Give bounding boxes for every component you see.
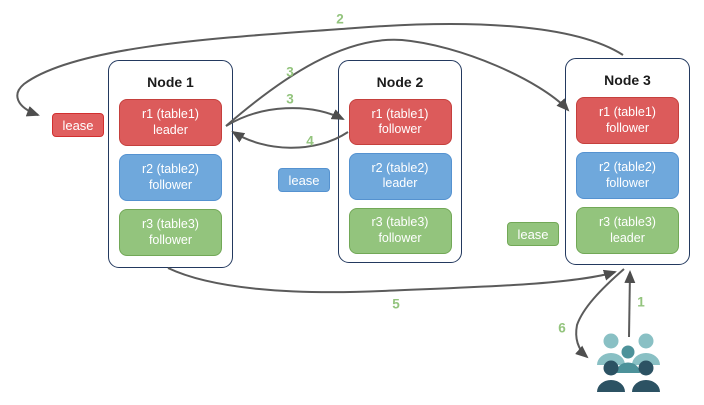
lease-badge-table3: lease (507, 222, 559, 246)
node-2: Node 2 r1 (table1) follower r2 (table2) … (338, 60, 462, 263)
lease-badge-table1: lease (52, 113, 104, 137)
replica-role: leader (610, 230, 645, 245)
node-2-title: Node 2 (376, 74, 424, 90)
replica-name: r3 (table3) (371, 215, 429, 230)
step-label-3b: 3 (286, 91, 294, 107)
replica-role: leader (382, 176, 418, 191)
step-label-1: 1 (637, 294, 645, 310)
replica-name: r2 (table2) (142, 162, 199, 176)
node-2-replica-r1: r1 (table1) follower (348, 99, 452, 146)
replica-name: r3 (table3) (599, 215, 656, 229)
step-label-5: 5 (392, 296, 400, 312)
arrow-3-node1-to-node2 (225, 107, 345, 127)
replica-name: r1 (table1) (371, 106, 429, 121)
node-1-replica-r1: r1 (table1) leader (119, 99, 222, 146)
replica-role: follower (378, 230, 422, 245)
step-label-2: 2 (336, 11, 344, 27)
node-3-replica-r1: r1 (table1) follower (576, 97, 679, 144)
replica-name: r2 (table2) (599, 160, 656, 174)
replica-name: r3 (table3) (142, 217, 199, 231)
replica-role: follower (378, 122, 422, 137)
replica-name: r1 (table1) (599, 105, 656, 119)
arrow-6-node3-to-users (575, 268, 625, 359)
node-2-replica-r3: r3 (table3) follower (348, 207, 452, 254)
users-group-icon (597, 333, 660, 392)
step-label-6: 6 (558, 320, 566, 336)
replica-name: r1 (table1) (142, 107, 199, 121)
replica-role: leader (153, 122, 188, 137)
node-3: Node 3 r1 (table1) follower r2 (table2) … (565, 58, 690, 265)
replica-name: r2 (table2) (371, 160, 429, 175)
replica-role: follower (148, 232, 193, 247)
node-3-replica-r2: r2 (table2) follower (576, 152, 679, 199)
node-3-title: Node 3 (604, 72, 651, 88)
node-1-title: Node 1 (147, 74, 194, 90)
step-label-3a: 3 (286, 64, 294, 80)
lease-badge-table2: lease (278, 168, 330, 192)
replica-role: follower (148, 177, 193, 192)
node-1-replica-r3: r3 (table3) follower (119, 209, 222, 256)
arrow-4-node2-to-node1 (231, 130, 349, 149)
arrow-5-node1-to-node3 (167, 267, 617, 294)
replica-role: follower (605, 120, 650, 135)
arrow-1-users-to-node3 (624, 270, 636, 338)
node-1: Node 1 r1 (table1) leader r2 (table2) fo… (108, 60, 233, 268)
node-3-replica-r3: r3 (table3) leader (576, 207, 679, 254)
node-1-replica-r2: r2 (table2) follower (119, 154, 222, 201)
step-label-4: 4 (306, 133, 314, 149)
replica-role: follower (605, 175, 650, 190)
node-2-replica-r2: r2 (table2) leader (348, 153, 452, 200)
